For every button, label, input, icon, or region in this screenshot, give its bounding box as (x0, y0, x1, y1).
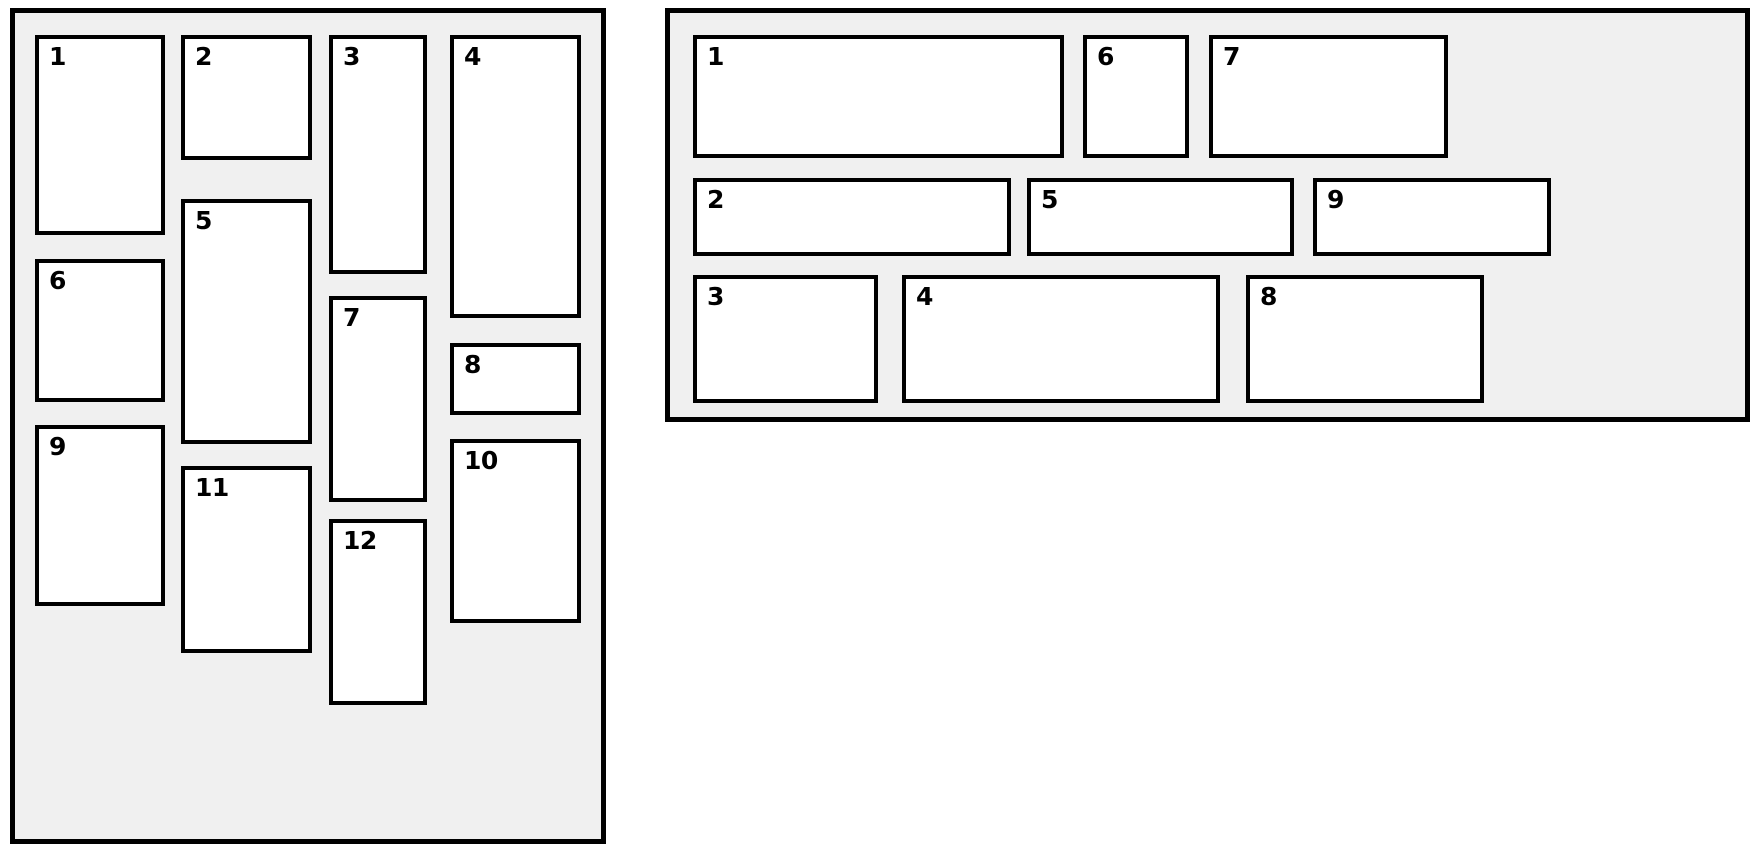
layout-box-label: 3 (707, 282, 724, 311)
layout-box-label: 7 (343, 303, 360, 332)
layout-box-1[interactable]: 1 (693, 35, 1064, 158)
layout-box-label: 3 (343, 42, 360, 71)
layout-box-6[interactable]: 6 (35, 259, 165, 402)
layout-box-7[interactable]: 7 (1209, 35, 1448, 158)
layout-box-2[interactable]: 2 (693, 178, 1011, 256)
layout-box-label: 8 (1260, 282, 1277, 311)
layout-box-5[interactable]: 5 (181, 199, 312, 444)
layout-box-label: 1 (49, 42, 66, 71)
layout-box-label: 11 (195, 473, 229, 502)
layout-box-label: 6 (1097, 42, 1114, 71)
layout-box-label: 5 (1041, 185, 1058, 214)
layout-box-4[interactable]: 4 (902, 275, 1220, 403)
layout-box-5[interactable]: 5 (1027, 178, 1294, 256)
layout-box-label: 4 (464, 42, 481, 71)
layout-box-label: 9 (1327, 185, 1344, 214)
layout-box-7[interactable]: 7 (329, 296, 427, 502)
layout-box-1[interactable]: 1 (35, 35, 165, 235)
layout-box-label: 2 (195, 42, 212, 71)
layout-box-8[interactable]: 8 (1246, 275, 1484, 403)
layout-box-6[interactable]: 6 (1083, 35, 1189, 158)
right-layout-panel: 1 6 7 2 5 9 3 4 8 (665, 8, 1750, 422)
layout-box-label: 6 (49, 266, 66, 295)
layout-box-8[interactable]: 8 (450, 343, 581, 415)
layout-box-label: 2 (707, 185, 724, 214)
layout-box-label: 10 (464, 446, 498, 475)
layout-box-3[interactable]: 3 (329, 35, 427, 274)
layout-box-label: 8 (464, 350, 481, 379)
layout-box-label: 7 (1223, 42, 1240, 71)
layout-box-4[interactable]: 4 (450, 35, 581, 318)
layout-box-label: 4 (916, 282, 933, 311)
layout-box-9[interactable]: 9 (35, 425, 165, 606)
layout-box-11[interactable]: 11 (181, 466, 312, 653)
layout-box-12[interactable]: 12 (329, 519, 427, 705)
layout-box-label: 9 (49, 432, 66, 461)
layout-box-label: 5 (195, 206, 212, 235)
layout-box-2[interactable]: 2 (181, 35, 312, 160)
layout-box-9[interactable]: 9 (1313, 178, 1551, 256)
layout-box-label: 12 (343, 526, 377, 555)
layout-box-label: 1 (707, 42, 724, 71)
layout-box-3[interactable]: 3 (693, 275, 878, 403)
layout-box-10[interactable]: 10 (450, 439, 581, 623)
